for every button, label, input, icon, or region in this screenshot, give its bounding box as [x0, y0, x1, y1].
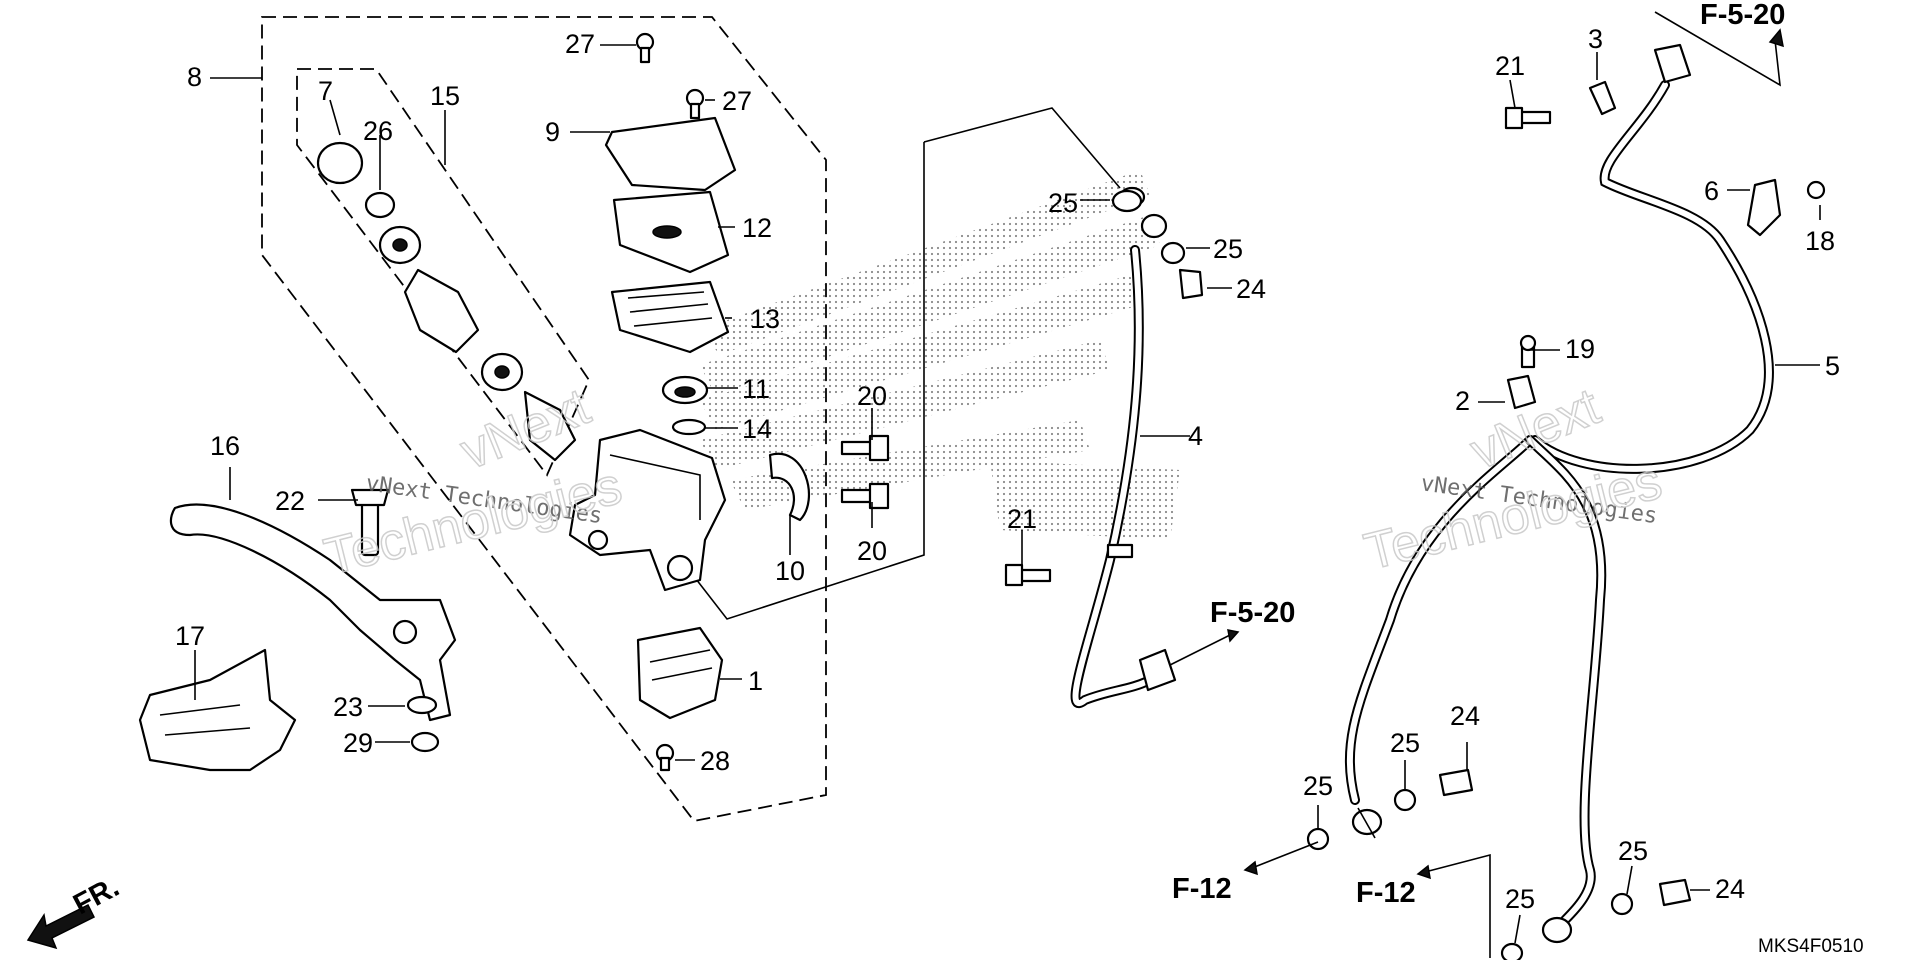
reference-labels: F-5-20 F-5-20 F-12 F-12 [1172, 0, 1785, 909]
reservoir-cap-icon [604, 116, 737, 192]
label-12: 12 [742, 213, 772, 243]
assembly-outline-8 [261, 16, 827, 822]
ref-f-12-left: F-12 [1172, 873, 1232, 905]
switch-icon [636, 626, 724, 720]
label-25d: 25 [1390, 728, 1420, 758]
brake-hose-split-icon [1344, 435, 1607, 944]
part-labels: 8 7 26 15 27 27 9 12 13 11 14 10 1 28 16… [175, 24, 1840, 914]
background-wing-logo [700, 170, 1180, 540]
bolt-18-icon [1806, 180, 1826, 200]
clamp-6-icon [1746, 178, 1782, 237]
pivot-bolt-icon [350, 488, 390, 557]
label-6: 6 [1704, 176, 1719, 206]
watermark-right-big-b: Technologies [1359, 452, 1668, 582]
clamp-2-icon [1506, 374, 1537, 410]
label-25a: 25 [1048, 188, 1078, 218]
label-8: 8 [187, 62, 202, 92]
label-27b: 27 [722, 86, 752, 116]
bolt-24c-icon [1658, 878, 1692, 907]
ref-f-5-20-top: F-5-20 [1700, 0, 1785, 31]
label-20b: 20 [857, 536, 887, 566]
leader-lines [194, 44, 1821, 944]
label-9: 9 [545, 117, 560, 147]
label-16: 16 [210, 431, 240, 461]
label-7: 7 [318, 76, 333, 106]
washer-25b-icon [1160, 241, 1186, 265]
reference-arrows [1169, 11, 1784, 958]
front-arrow-icon [26, 903, 96, 950]
bolt-24b-icon [1438, 768, 1474, 797]
washer-25a-icon [1111, 189, 1143, 213]
label-4: 4 [1188, 421, 1203, 451]
brake-hose-5-icon [1530, 43, 1774, 474]
nut-23-icon [406, 695, 438, 715]
bolt-21b-icon [1504, 106, 1552, 130]
label-18: 18 [1805, 226, 1835, 256]
master-cylinder-body-icon [568, 428, 727, 592]
clip-3-icon [1588, 80, 1617, 116]
label-24b: 24 [1450, 701, 1480, 731]
piston-kit-icon [316, 141, 577, 462]
label-14: 14 [742, 414, 772, 444]
label-22: 22 [275, 486, 305, 516]
screw-27a-icon [635, 32, 655, 64]
label-13: 13 [750, 304, 780, 334]
bracket-cover-icon [138, 648, 297, 772]
label-17: 17 [175, 621, 205, 651]
label-29: 29 [343, 728, 373, 758]
washer-25c-icon [1306, 827, 1330, 851]
label-26: 26 [363, 116, 393, 146]
diaphragm-plate-icon [612, 190, 730, 274]
diagram-code: MKS4F0510 [1758, 936, 1864, 957]
washer-25d-icon [1393, 788, 1417, 812]
washer-25e-icon [1610, 892, 1634, 916]
label-23: 23 [333, 692, 363, 722]
bolt-20b-icon [840, 482, 890, 510]
label-3: 3 [1588, 24, 1603, 54]
label-25f: 25 [1505, 884, 1535, 914]
bolt-21a-icon [1004, 563, 1052, 587]
label-24a: 24 [1236, 274, 1266, 304]
label-2: 2 [1455, 386, 1470, 416]
ref-f-5-20-mid: F-5-20 [1210, 597, 1295, 629]
nut-29-icon [410, 731, 440, 753]
label-1: 1 [748, 666, 763, 696]
label-28: 28 [700, 746, 730, 776]
bolt-19-icon [1519, 334, 1537, 369]
label-5: 5 [1825, 351, 1840, 381]
label-24c: 24 [1715, 874, 1745, 904]
label-19: 19 [1565, 334, 1595, 364]
screw-28-icon [655, 743, 675, 772]
label-25b: 25 [1213, 234, 1243, 264]
label-27a: 27 [565, 29, 595, 59]
screw-27b-icon [685, 88, 705, 120]
float-plate-icon [661, 375, 709, 405]
o-ring-icon [671, 418, 707, 436]
bolt-20a-icon [840, 434, 890, 462]
diaphragm-icon [610, 280, 730, 354]
detail-callout-box [688, 107, 1121, 620]
label-21b: 21 [1495, 51, 1525, 81]
label-25e: 25 [1618, 836, 1648, 866]
label-25c: 25 [1303, 771, 1333, 801]
label-10: 10 [775, 556, 805, 586]
label-15: 15 [430, 81, 460, 111]
front-direction-indicator: FR. [26, 871, 125, 950]
brake-hose-4-icon [1070, 186, 1177, 708]
label-21a: 21 [1007, 504, 1037, 534]
label-20a: 20 [857, 381, 887, 411]
bolt-24a-icon [1178, 268, 1204, 300]
clamp-holder-icon [768, 452, 810, 522]
label-11: 11 [742, 374, 770, 404]
ref-f-12-right: F-12 [1356, 877, 1416, 909]
washer-25f-icon [1500, 942, 1524, 960]
